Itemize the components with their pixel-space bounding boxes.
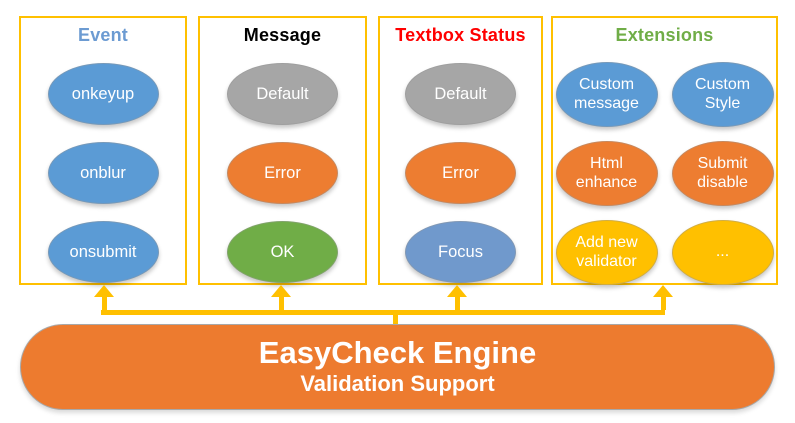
node-message-error: Error bbox=[227, 142, 338, 204]
panel-event-title: Event bbox=[77, 25, 129, 45]
node-custom-message: Custom message bbox=[555, 62, 658, 127]
connector-arrow-extensions-stem bbox=[661, 296, 666, 310]
node-status-error: Error bbox=[405, 142, 516, 204]
node-status-default: Default bbox=[405, 63, 516, 125]
extensions-bubble-grid: Custom message Custom Style Html enhance… bbox=[553, 62, 776, 285]
event-bubble-column: onkeyup onblur onsubmit bbox=[21, 63, 185, 283]
status-bubble-column: Default Error Focus bbox=[380, 63, 541, 283]
engine-title: EasyCheck Engine bbox=[258, 335, 537, 371]
panel-message-title: Message bbox=[243, 25, 322, 45]
node-onkeyup: onkeyup bbox=[47, 63, 159, 125]
connector-arrow-status-stem bbox=[455, 296, 460, 310]
node-onsubmit: onsubmit bbox=[47, 221, 159, 283]
connector-arrow-event-stem bbox=[102, 296, 107, 310]
panel-message: Message Default Error OK bbox=[198, 16, 367, 285]
node-html-enhance: Html enhance bbox=[555, 141, 658, 206]
message-bubble-column: Default Error OK bbox=[200, 63, 365, 283]
connector-arrow-extensions-head bbox=[653, 285, 673, 297]
connector-arrow-event-head bbox=[94, 285, 114, 297]
panel-textbox-status: Textbox Status Default Error Focus bbox=[378, 16, 543, 285]
panel-extensions: Extensions Custom message Custom Style H… bbox=[551, 16, 778, 285]
connector-horizontal-bar bbox=[101, 310, 665, 315]
panel-extensions-title: Extensions bbox=[615, 25, 714, 45]
node-submit-disable: Submit disable bbox=[671, 141, 774, 206]
connector-engine-stem bbox=[393, 313, 398, 325]
node-custom-style: Custom Style bbox=[671, 62, 774, 127]
node-message-default: Default bbox=[227, 63, 338, 125]
connector-arrow-message-head bbox=[271, 285, 291, 297]
engine-box: EasyCheck Engine Validation Support bbox=[20, 324, 775, 410]
node-add-new-validator: Add new validator bbox=[555, 220, 658, 285]
node-onblur: onblur bbox=[47, 142, 159, 204]
engine-subtitle: Validation Support bbox=[300, 371, 495, 397]
node-message-ok: OK bbox=[227, 221, 338, 283]
node-status-focus: Focus bbox=[405, 221, 516, 283]
node-more: ... bbox=[671, 220, 774, 285]
connector-arrow-message-stem bbox=[279, 296, 284, 310]
connector-arrow-status-head bbox=[447, 285, 467, 297]
panel-event: Event onkeyup onblur onsubmit bbox=[19, 16, 187, 285]
panel-textbox-status-title: Textbox Status bbox=[395, 25, 526, 45]
